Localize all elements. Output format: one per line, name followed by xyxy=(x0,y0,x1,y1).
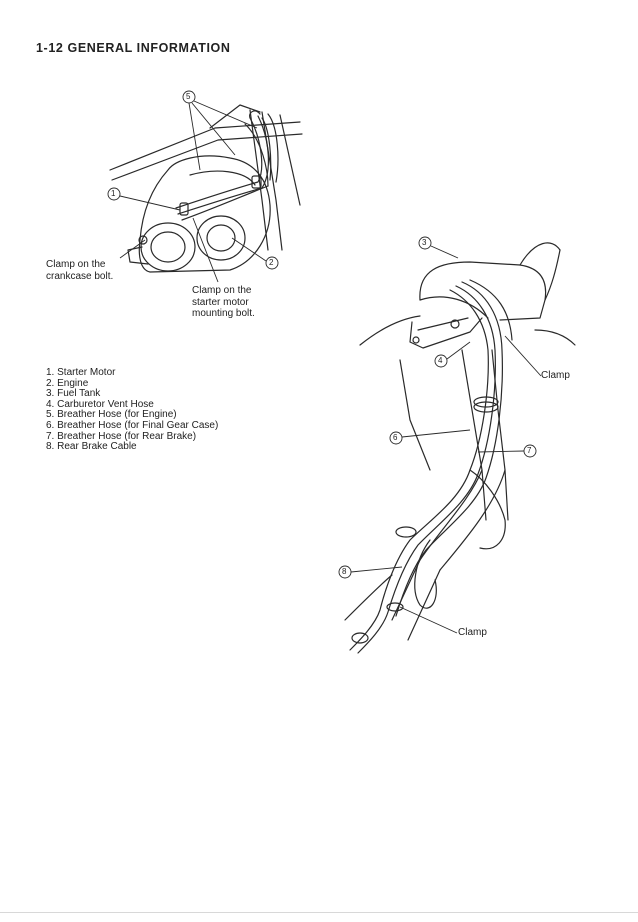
legend-item: 1. Starter Motor xyxy=(46,367,116,378)
legend-item: 2. Engine xyxy=(46,377,89,389)
clamp-starter-line-1: Clamp on the xyxy=(192,285,252,296)
callout-8: 8 xyxy=(342,567,347,576)
callout-5-left: 5 xyxy=(186,92,191,101)
page-title: 1-12 GENERAL INFORMATION xyxy=(36,41,231,55)
clamp-label-lower: Clamp xyxy=(458,627,487,638)
legend-item: 7. Breather Hose (for Rear Brake) xyxy=(46,430,197,442)
legend-item: 8. Rear Brake Cable xyxy=(46,441,137,453)
rear-hose-routing-illustration xyxy=(338,236,576,654)
engine-breather-illustration xyxy=(107,90,303,283)
clamp-label-upper: Clamp xyxy=(541,370,570,381)
clamp-crankcase-line-1: Clamp on the xyxy=(46,259,106,270)
clamp-starter-line-3: mounting bolt. xyxy=(192,308,255,319)
callout-4: 4 xyxy=(438,356,443,365)
clamp-starter-label: Clamp on the starter motor mounting bolt… xyxy=(192,285,255,320)
callout-1: 1 xyxy=(111,189,116,198)
clamp-starter-line-2: starter motor xyxy=(192,296,249,308)
clamp-crankcase-line-2: crankcase bolt. xyxy=(46,270,114,282)
legend-item: 6. Breather Hose (for Final Gear Case) xyxy=(46,419,219,431)
legend-item: 4. Carburetor Vent Hose xyxy=(46,398,154,410)
parts-legend: 1. Starter Motor 2. Engine 3. Fuel Tank … xyxy=(46,367,219,453)
callout-3: 3 xyxy=(422,238,427,247)
callout-2: 2 xyxy=(269,258,274,267)
legend-item: 3. Fuel Tank xyxy=(46,388,101,400)
legend-item: 5. Breather Hose (for Engine) xyxy=(46,409,177,421)
callout-7: 7 xyxy=(527,446,532,455)
callout-6: 6 xyxy=(393,433,398,442)
clamp-crankcase-label: Clamp on the crankcase bolt. xyxy=(46,259,113,282)
page-bottom-rule xyxy=(0,912,638,913)
